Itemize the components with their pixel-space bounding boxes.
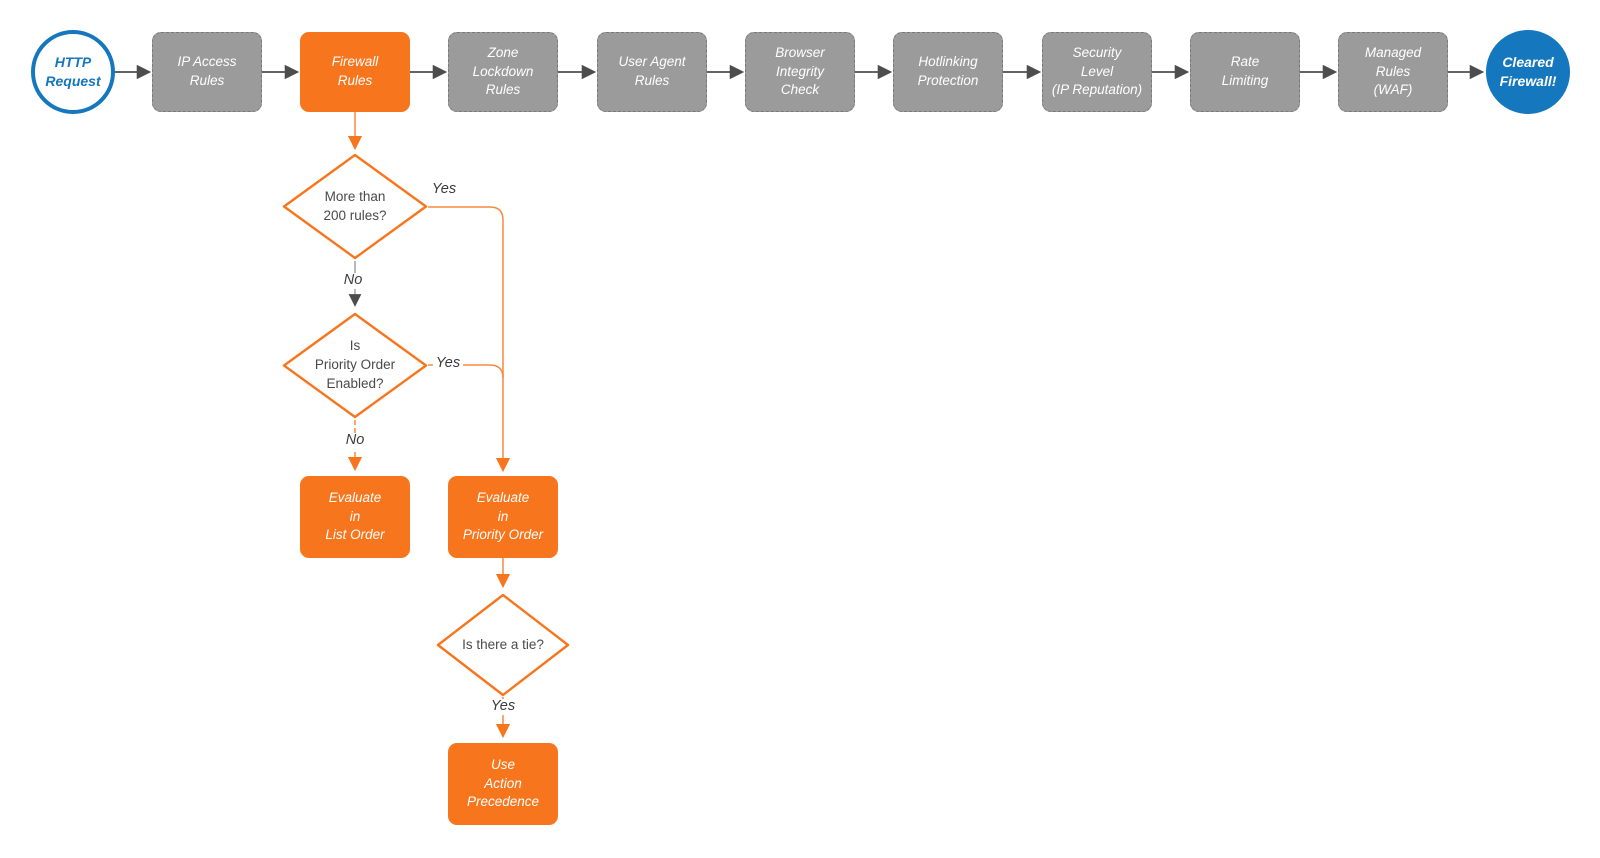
node-security-level: Security Level (IP Reputation) (1042, 32, 1152, 112)
node-ip-access-rules: IP Access Rules (152, 32, 262, 112)
diamond-shape (436, 593, 570, 697)
node-hotlinking-protection-label: Hotlinking Protection (917, 54, 979, 88)
node-rate-limiting: Rate Limiting (1190, 32, 1300, 112)
diamond-shape (282, 312, 428, 419)
node-hotlinking-protection: Hotlinking Protection (893, 32, 1003, 112)
node-zone-lockdown-rules: Zone Lockdown Rules (448, 32, 558, 112)
flow-arrow-decision1-yes-to-priority-order (428, 206, 511, 473)
edge-label-decision3-yes: Yes (487, 698, 519, 715)
node-browser-integrity-check-label: Browser Integrity Check (775, 45, 825, 98)
node-browser-integrity-check: Browser Integrity Check (745, 32, 855, 112)
node-http-request-label: HTTP Request (45, 54, 101, 89)
node-http-request: HTTP Request (31, 30, 115, 114)
node-use-action-precedence: Use Action Precedence (448, 743, 558, 825)
node-zone-lockdown-rules-label: Zone Lockdown Rules (472, 45, 534, 98)
edge-label-decision2-yes: Yes (432, 355, 464, 372)
decision-priority-order-enabled: Is Priority Order Enabled? (282, 312, 428, 419)
node-user-agent-rules: User Agent Rules (597, 32, 707, 112)
decision-is-there-a-tie: Is there a tie? (436, 593, 570, 697)
edge-label-decision2-no: No (342, 432, 368, 449)
node-ip-access-rules-label: IP Access Rules (177, 54, 237, 88)
node-security-level-label: Security Level (IP Reputation) (1051, 45, 1143, 98)
decision-more-than-200-rules: More than 200 rules? (282, 153, 428, 260)
node-cleared-firewall: Cleared Firewall! (1486, 30, 1570, 114)
node-managed-rules-waf-label: Managed Rules (WAF) (1364, 45, 1422, 98)
node-evaluate-in-list-order-label: Evaluate in List Order (325, 489, 385, 543)
node-evaluate-in-list-order: Evaluate in List Order (300, 476, 410, 558)
node-rate-limiting-label: Rate Limiting (1221, 54, 1269, 88)
diamond-shape (282, 153, 428, 260)
edge-label-decision1-yes: Yes (428, 181, 460, 198)
node-use-action-precedence-label: Use Action Precedence (466, 756, 540, 810)
node-evaluate-in-priority-order-label: Evaluate in Priority Order (462, 489, 544, 543)
node-firewall-rules: Firewall Rules (300, 32, 410, 112)
edge-label-decision1-no: No (340, 272, 366, 289)
node-firewall-rules-label: Firewall Rules (331, 54, 379, 88)
node-evaluate-in-priority-order: Evaluate in Priority Order (448, 476, 558, 558)
node-cleared-firewall-label: Cleared Firewall! (1499, 54, 1557, 89)
flow-edge-decision2-yes-join (428, 364, 504, 379)
node-user-agent-rules-label: User Agent Rules (618, 54, 686, 88)
node-managed-rules-waf: Managed Rules (WAF) (1338, 32, 1448, 112)
